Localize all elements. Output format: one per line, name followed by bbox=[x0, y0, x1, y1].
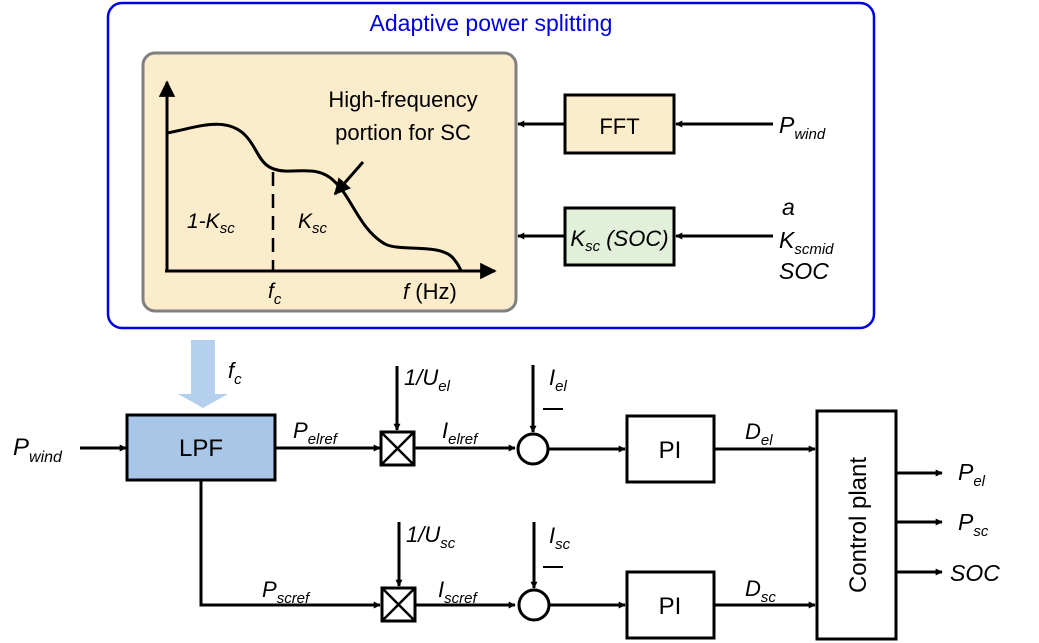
dsc-label: Dsc bbox=[745, 576, 776, 606]
iel-label: Iel bbox=[549, 365, 567, 395]
pscref-label: Pscref bbox=[262, 577, 311, 607]
psc-output-label: Psc bbox=[958, 509, 989, 540]
isc-label: Isc bbox=[549, 523, 571, 553]
del-label: Del bbox=[745, 419, 773, 449]
pel-output-label: Pel bbox=[958, 459, 986, 490]
control-plant-label: Control plant bbox=[845, 457, 872, 593]
pi-el-label: PI bbox=[659, 437, 682, 464]
pscref-line bbox=[199, 481, 381, 609]
annotation-line2: portion for SC bbox=[335, 120, 471, 145]
pelref-label: Pelref bbox=[293, 418, 339, 448]
multiplier-sc bbox=[380, 586, 417, 623]
multiplier-el bbox=[379, 430, 416, 467]
pi-sc-label: PI bbox=[659, 593, 682, 620]
fft-block bbox=[563, 93, 676, 155]
lpf-input-pwind: Pwind bbox=[13, 434, 63, 466]
summing-junction-sc bbox=[517, 588, 551, 622]
pi-controller-el bbox=[625, 414, 716, 484]
control-plant-block bbox=[815, 409, 898, 641]
summing-junction-el bbox=[516, 432, 550, 466]
frequency-axis-label: f (Hz) bbox=[403, 279, 457, 304]
lpf-block bbox=[125, 413, 277, 482]
group-title: Adaptive power splitting bbox=[370, 10, 613, 36]
fft-label: FFT bbox=[599, 114, 639, 139]
ielref-label: Ielref bbox=[442, 418, 479, 448]
ksc-soc-label: Ksc (SOC) bbox=[570, 226, 668, 255]
inv-usc-label: 1/Usc bbox=[406, 522, 456, 552]
lpf-label: LPF bbox=[179, 435, 223, 462]
inv-uel-label: 1/Uel bbox=[404, 365, 451, 395]
soc-output-label: SOC bbox=[950, 560, 1000, 586]
fc-label: fc bbox=[228, 358, 242, 388]
cutoff-frequency-label: fc bbox=[268, 280, 282, 308]
ksc-input-kscmid: Kscmid bbox=[779, 227, 834, 258]
low-freq-region-label: 1-Ksc bbox=[187, 210, 235, 237]
high-freq-region-label: Ksc bbox=[298, 210, 328, 237]
pi-controller-sc bbox=[625, 570, 716, 640]
ksc-input-soc: SOC bbox=[779, 258, 829, 284]
ksc-input-a: a bbox=[782, 194, 795, 220]
fc-transfer-arrow bbox=[178, 340, 228, 408]
iscref-label: Iscref bbox=[438, 577, 478, 607]
annotation-arrow bbox=[333, 161, 365, 196]
annotation-line1: High-frequency bbox=[328, 87, 477, 112]
spectrum-panel bbox=[141, 51, 518, 313]
fft-input-pwind: Pwind bbox=[779, 112, 826, 143]
